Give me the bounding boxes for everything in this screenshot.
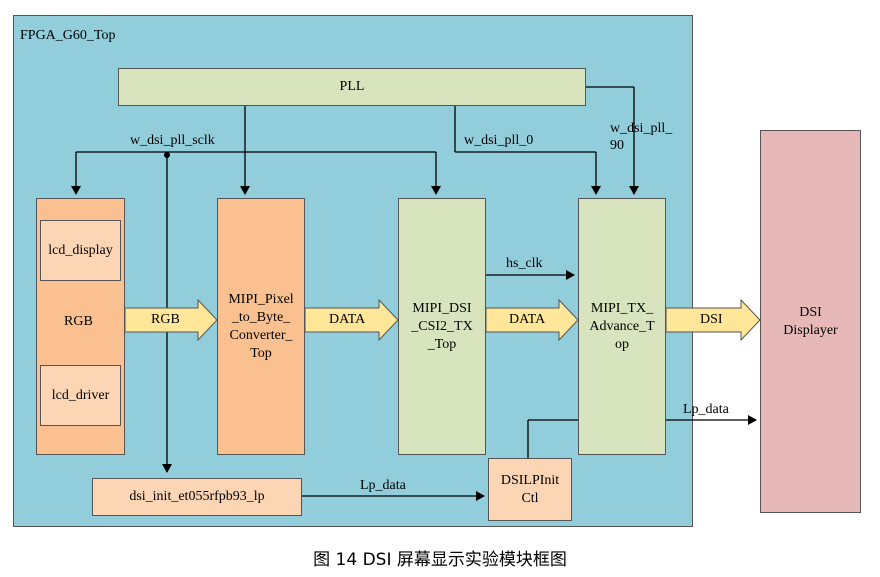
lcd-inner-rgb-label: RGB <box>64 314 93 329</box>
hs-clk-label: hs_clk <box>506 256 543 271</box>
pll-sclk-label: w_dsi_pll_sclk <box>130 133 215 148</box>
fpga-top-label: FPGA_G60_Top <box>20 28 116 43</box>
figure-caption: 图 14 DSI 屏幕显示实验模块框图 <box>313 550 567 570</box>
dsi-init-block: dsi_init_et055rfpb93_lp <box>92 478 302 516</box>
dsi-csi2-tx-block: MIPI_DSI _CSI2_TX _Top <box>398 198 486 455</box>
pll-block: PLL <box>118 68 586 106</box>
rgb-signal-label: RGB <box>151 312 180 327</box>
data-signal-label-2: DATA <box>509 312 546 327</box>
lp-data-label-1: Lp_data <box>360 478 406 493</box>
dsi-signal-label: DSI <box>700 312 723 327</box>
lcd-driver-block: lcd_driver <box>40 365 121 426</box>
arrow-data-2 <box>485 298 579 342</box>
pixel-to-byte-block: MIPI_Pixel _to_Byte_ Converter_ Top <box>217 198 305 455</box>
lp-data-label-2: Lp_data <box>683 402 729 417</box>
data-signal-label-1: DATA <box>329 312 366 327</box>
lcd-display-block: lcd_display <box>40 220 121 281</box>
tx-advance-block: MIPI_TX_ Advance_T op <box>578 198 666 455</box>
arrow-dsi <box>665 298 761 342</box>
lp-init-ctl-block: DSILPInit Ctl <box>488 458 572 521</box>
arrow-data-1 <box>304 298 399 342</box>
pll-0-label: w_dsi_pll_0 <box>464 133 534 148</box>
dsi-displayer-block: DSI Displayer <box>760 130 861 513</box>
pll-90-label: w_dsi_pll_ 90 <box>610 121 673 153</box>
arrow-rgb <box>124 298 218 342</box>
